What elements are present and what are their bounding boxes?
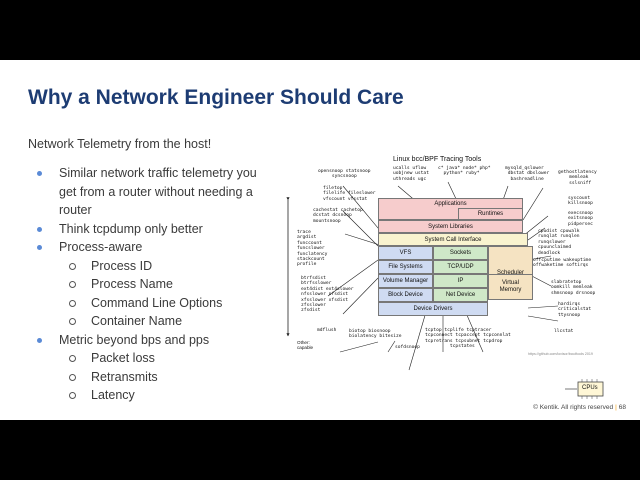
sub-bullet-item: Command Line Options [59,294,258,313]
layer-device-drivers: Device Drivers [378,302,488,316]
sub-bullet-item: Latency [59,386,258,405]
slide-title: Why a Network Engineer Should Care [28,86,404,109]
layer-volume-manager: Volume Manager [378,274,433,288]
tools-mdflush: mdflush [317,328,337,333]
circle-bullet-icon [69,373,76,381]
tools-cachestat: cachestat cachetop dcstat dcsnoop mounts… [313,208,363,224]
cpu-chip-icon [577,381,604,397]
tools-hardirqs: hardirqs criticalstat ttysnoop [558,302,592,318]
tools-execsnoop: execsnoop exitsnoop pidpersec [568,211,593,227]
sub-bullet-list: Process ID Process Name Command Line Opt… [59,257,258,331]
bullet-item: Process-aware Process ID Process Name Co… [28,238,258,331]
layer-file-systems: File Systems [378,260,433,274]
tools-language: c* java* node* php* python* ruby* [438,166,491,177]
tools-offcputime: offcputime wakeuptime offwaketime softir… [533,258,592,269]
tools-filetop: filetop filelife fileslower vfscount vfs… [323,186,376,202]
tools-llcstat: llcstat [554,329,574,334]
bullet-dot-icon [37,245,42,250]
layer-vfs: VFS [378,246,433,260]
layer-net-device: Net Device [433,288,488,302]
bullet-item: Similar network traffic telemetry you ge… [28,164,258,220]
circle-bullet-icon [69,355,76,362]
layer-syscall-interface: System Call Interface [378,233,528,246]
footer-separator: | [615,404,617,411]
sub-bullet-item: Retransmits [59,368,258,387]
circle-bullet-icon [69,318,76,325]
diagram-lines [286,181,604,399]
layer-tcp-udp: TCP/UDP [433,260,488,274]
tools-slabratetop: slabratetop oomkill memleak shmsnoop drs… [551,280,596,296]
layer-ip: IP [433,274,488,288]
cpus-label: CPUs [582,385,598,391]
tools-btrfsdist: btrfsdist btrfsslower ext4dist ext4slowe… [301,276,354,314]
circle-bullet-icon [69,262,76,270]
sub-bullet-item: Process Name [59,275,258,294]
bullet-dot-icon [37,171,42,176]
tools-ucalls: ucalls uflow uobjnew ustat uthreads ugc [393,166,429,182]
tools-mysqld: mysqld_qslower dbstat dbslower bashreadl… [505,166,550,182]
layer-sockets: Sockets [433,246,488,260]
bullet-item: Metric beyond bps and pps Packet loss Re… [28,331,258,405]
bullet-item: Think tcpdump only better [28,220,258,239]
tools-gethostlatency: gethostlatency memleak sslsniff [558,170,597,186]
sub-bullet-item: Packet loss [59,349,258,368]
tools-opensnoop: opensnoop statsnoop syncsnoop [318,169,371,180]
layer-block-device: Block Device [378,288,433,302]
bullet-dot-icon [37,226,42,232]
slide-subtitle: Network Telemetry from the host! [28,137,212,151]
bullet-dot-icon [37,337,42,343]
bullet-list: Similar network traffic telemetry you ge… [28,164,258,405]
page-number: 68 [618,404,626,411]
sub-bullet-item: Container Name [59,312,258,331]
diagram-source-url: https://github.com/iovisor/bcc#tools 201… [528,352,593,356]
circle-bullet-icon [69,392,76,399]
tools-tcptop: tcptop tcplife tcptracer tcpconnect tcpa… [425,328,511,350]
circle-bullet-icon [69,299,76,307]
tools-cpudist: cpudist cpuwalk runqlat runqlen runqslow… [538,229,580,256]
tools-other: Other: capable [297,340,314,351]
layer-runtimes: Runtimes [458,208,523,220]
sub-bullet-item: Process ID [59,257,258,276]
sub-bullet-list: Packet loss Retransmits Latency [59,349,258,405]
layer-system-libraries: System Libraries [378,220,523,233]
tools-sofdsnoop: sofdsnoop [395,345,420,350]
circle-bullet-icon [69,281,76,288]
bcc-tools-diagram: Linux bcc/BPF Tracing Tools Applications… [283,156,620,411]
diagram-title: Linux bcc/BPF Tracing Tools [393,156,482,163]
tools-biotop: biotop biosnoop biolatency bitesize [349,329,402,340]
slide-footer: © Kentik. All rights reserved|68 [533,404,626,411]
tools-trace: trace argdist funccount funcslower funcl… [297,230,328,268]
layer-virtual-memory: Virtual Memory [488,274,533,300]
slide: Why a Network Engineer Should Care Netwo… [0,60,640,420]
tools-syscount: syscount killsnoop [568,196,593,207]
